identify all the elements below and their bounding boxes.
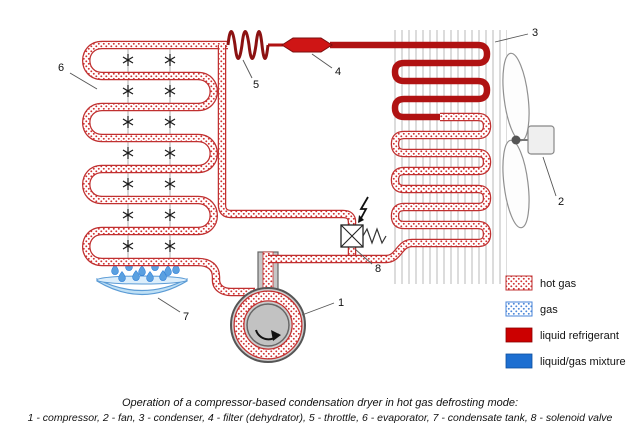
legend-label-hot-gas: hot gas [540,278,577,290]
fan-motor [527,125,555,155]
condenser-coil-liquid [330,41,491,121]
solenoid-valve [340,196,387,248]
label-condensate-tank: 7 [183,311,189,323]
legend-label-gas: gas [540,304,558,316]
legend-item-hot-gas: hot gas [505,275,577,291]
evaporator-coil [86,45,255,292]
diagram-canvas: 1 2 3 4 5 6 7 8 hot gas gas liquid refri… [58,27,626,369]
label-filter: 4 [335,66,341,78]
valve-spring [362,227,387,245]
label-compressor: 1 [338,297,344,309]
frost-snowflakes [122,53,176,253]
condensate-tank [96,275,188,296]
fan-hub [511,135,521,145]
legend-label-liquid-refrigerant: liquid refrigerant [540,330,619,342]
legend-swatch-liquid-gas-mixture [505,353,533,369]
caption-legend-text: 1 - compressor, 2 - fan, 3 - condenser, … [27,412,613,424]
legend-swatch-hot-gas [505,275,533,291]
lightning-icon [358,196,369,223]
label-condenser: 3 [532,27,538,39]
leader-lines [69,33,557,316]
label-evaporator: 6 [58,62,64,74]
label-throttle: 5 [253,79,259,91]
label-fan: 2 [558,196,564,208]
compressor [230,287,306,363]
caption: Operation of a compressor-based condensa… [0,397,640,424]
legend-label-liquid-gas-mixture: liquid/gas mixture [540,356,626,368]
legend-swatch-gas [505,301,533,317]
legend-item-liquid-refrigerant: liquid refrigerant [505,327,619,343]
legend-item-gas: gas [505,301,558,317]
fan [502,52,555,229]
filter-dehydrator [281,37,333,53]
hot-gas-bypass-pipe [222,45,352,259]
legend-swatch-liquid-refrigerant [505,327,533,343]
caption-title: Operation of a compressor-based condensa… [121,397,519,409]
label-solenoid-valve: 8 [375,263,381,275]
legend-item-liquid-gas-mixture: liquid/gas mixture [505,353,626,369]
throttle-coil [226,30,270,60]
legend: hot gas gas liquid refrigerant liquid/ga… [505,275,626,369]
